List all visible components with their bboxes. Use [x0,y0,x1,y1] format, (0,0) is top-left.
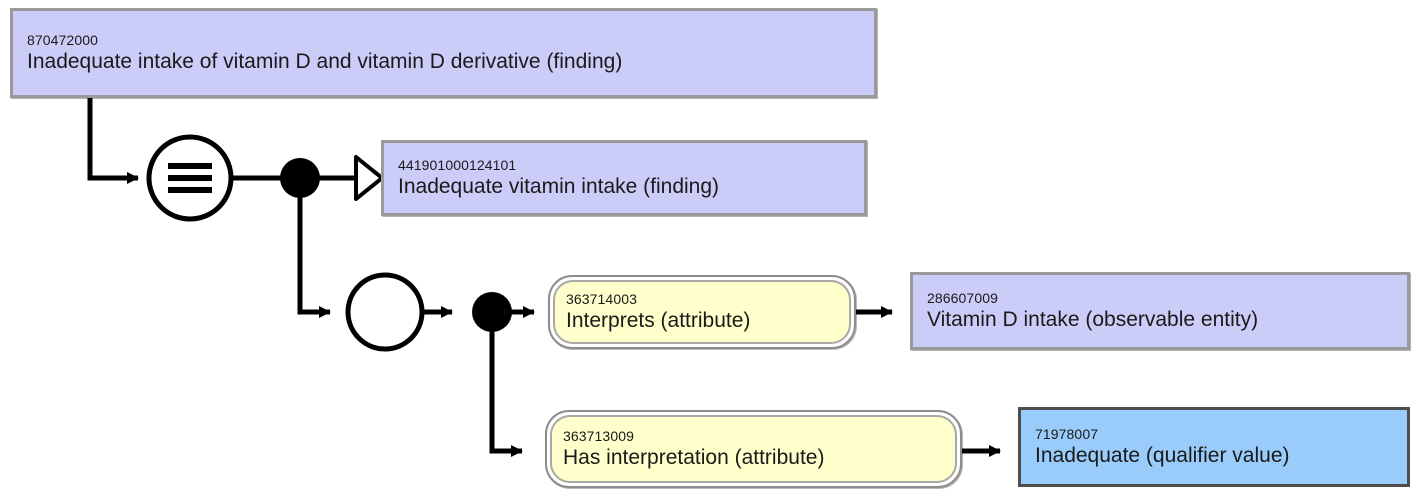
conjunction-dot-icon [280,158,320,198]
concept-sctid: 286607009 [927,289,998,306]
concept-term: Inadequate intake of vitamin D and vitam… [27,49,623,73]
attribute-node-interprets[interactable]: 363714003 Interprets (attribute) [548,275,856,349]
concept-term: Vitamin D intake (observable entity) [927,307,1259,331]
conjunction-dot-icon [472,292,512,332]
attribute-sctid: 363713009 [563,427,634,444]
concept-sctid: 441901000124101 [398,156,517,173]
edge-conjunction2-to-has-interpretation [489,326,523,457]
edge-focus-to-equivalence [87,98,139,184]
concept-sctid: 71978007 [1035,425,1099,442]
attribute-term: Has interpretation (attribute) [563,445,825,469]
attribute-sctid: 363714003 [566,290,637,307]
is-a-hollow-triangle-icon [354,155,384,201]
concept-sctid: 870472000 [27,31,98,48]
role-group-circle-icon [345,272,425,352]
attribute-node-has-interpretation[interactable]: 363713009 Has interpretation (attribute) [545,410,962,488]
concept-term: Inadequate vitamin intake (finding) [398,174,720,198]
edge-conjunction-to-role-group [297,192,331,318]
concept-node-focus[interactable]: 870472000 Inadequate intake of vitamin D… [10,8,877,98]
concept-node-vitamin-d-intake[interactable]: 286607009 Vitamin D intake (observable e… [910,272,1410,350]
equivalent-to-circle-icon [146,134,234,222]
edge-conjunction-to-parent [314,155,384,201]
concept-node-parent[interactable]: 441901000124101 Inadequate vitamin intak… [381,140,867,216]
concept-node-inadequate-qualifier[interactable]: 71978007 Inadequate (qualifier value) [1018,407,1410,487]
concept-term: Inadequate (qualifier value) [1035,443,1290,467]
attribute-term: Interprets (attribute) [566,308,751,332]
